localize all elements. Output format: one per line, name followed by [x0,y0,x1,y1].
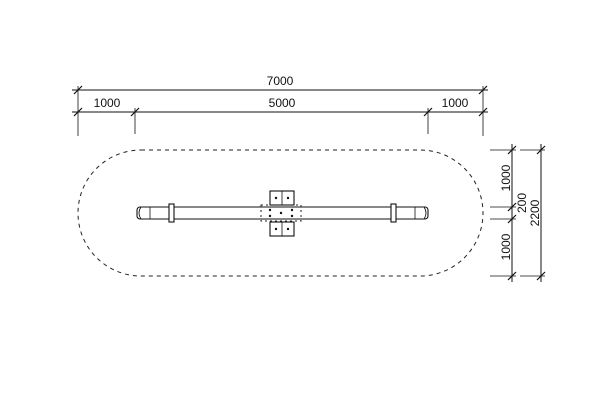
left-clearance-label: 1000 [94,96,121,110]
overall-width-label: 2200 [528,199,542,226]
overall-length-label: 7000 [267,74,294,88]
right-handle [390,203,397,223]
beam-width-label: 200 [515,193,529,213]
seesaw-beam [136,206,429,220]
top-support-bracket [269,190,295,206]
right-clearance-label: 1000 [442,96,469,110]
bottom-clearance-label: 1000 [499,233,513,260]
bottom-support-bracket [269,221,295,237]
overall-length-dimension: 7000 [72,74,488,136]
segment-length-dimensions: 1000 5000 1000 [72,96,488,134]
safety-zone-outline [77,149,484,277]
left-handle [168,203,175,223]
seesaw [136,190,429,237]
top-clearance-label: 1000 [499,164,513,191]
center-length-label: 5000 [269,96,296,110]
overall-width-dimension: 2200 [520,144,546,282]
segment-width-dimensions: 1000 200 1000 [490,144,529,282]
